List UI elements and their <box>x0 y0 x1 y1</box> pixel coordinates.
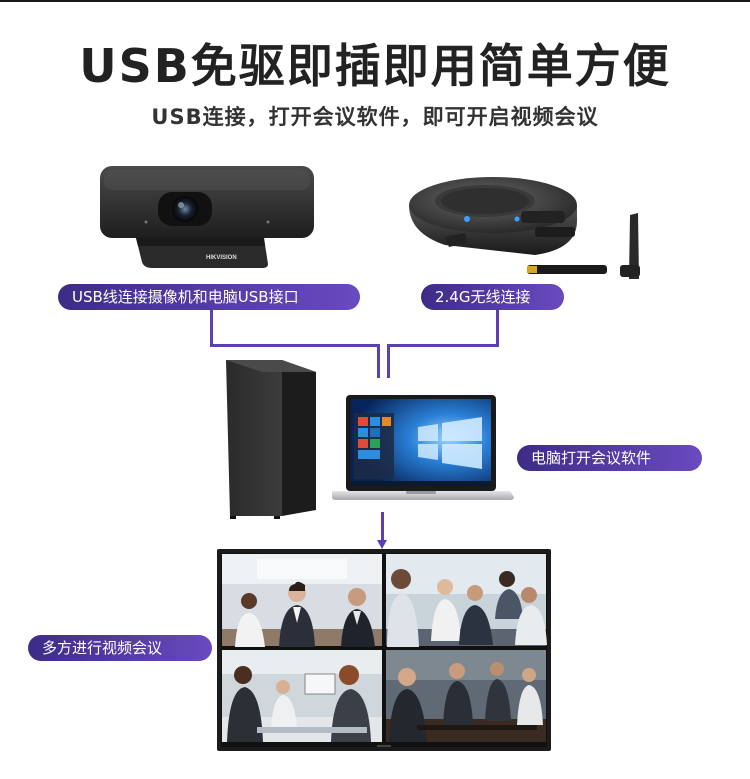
display-arrow-line <box>381 512 384 542</box>
video-panel-3 <box>222 650 382 742</box>
speaker-connection-label: 2.4G无线连接 <box>421 284 564 310</box>
camera-wire-down <box>210 310 213 346</box>
computer-software-label: 电脑打开会议软件 <box>517 445 702 471</box>
conference-display-image <box>217 549 551 751</box>
speaker-wire-down <box>496 310 499 346</box>
camera-brand: HIKVISION <box>206 255 237 261</box>
video-conference-label: 多方进行视频会议 <box>28 635 212 661</box>
video-panel-4 <box>386 650 546 742</box>
display-arrow-head <box>377 540 387 549</box>
speaker-wire-in <box>387 344 390 378</box>
speakerphone-image <box>409 177 640 279</box>
webcam-image: HIKVISION <box>100 166 314 268</box>
speaker-wire-across <box>387 344 499 347</box>
video-panel-2 <box>386 554 547 647</box>
page-subtitle: USB连接，打开会议软件，即可开启视频会议 <box>151 105 599 129</box>
pc-tower-image <box>226 360 316 519</box>
page-title: USB免驱即插即用简单方便 <box>79 39 671 93</box>
camera-connection-label: USB线连接摄像机和电脑USB接口 <box>58 284 360 310</box>
video-panel-1 <box>222 554 382 647</box>
top-border <box>0 0 750 2</box>
camera-wire-across <box>210 344 380 347</box>
camera-wire-in <box>377 344 380 378</box>
laptop-image <box>332 395 514 500</box>
